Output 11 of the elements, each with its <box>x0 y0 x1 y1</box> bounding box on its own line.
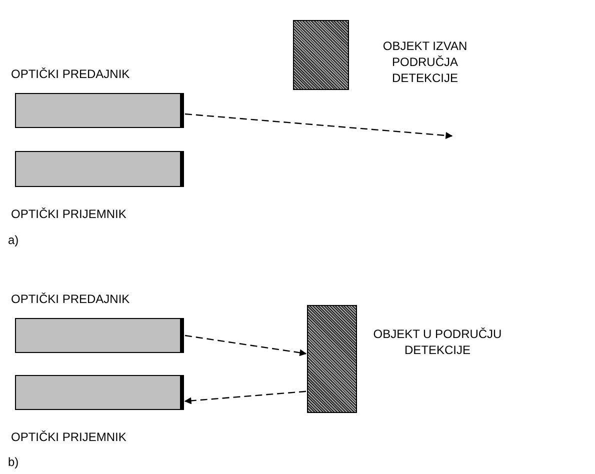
component-label: OPTIČKI PRIJEMNIK <box>11 207 126 221</box>
signal-arrow <box>184 334 307 356</box>
component-label: OPTIČKI PREDAJNIK <box>11 292 130 306</box>
component-label: OPTIČKI PREDAJNIK <box>11 67 130 81</box>
panel-label: b) <box>8 455 19 469</box>
object-caption: OBJEKT IZVAN PODRUČJA DETEKCIJE <box>382 38 468 86</box>
panel-label: a) <box>8 233 19 247</box>
object-caption: OBJEKT U PODRUČJU DETEKCIJE <box>372 326 503 358</box>
component-label: OPTIČKI PRIJEMNIK <box>11 430 126 444</box>
signal-arrow <box>184 390 306 404</box>
signal-arrow <box>184 113 453 139</box>
